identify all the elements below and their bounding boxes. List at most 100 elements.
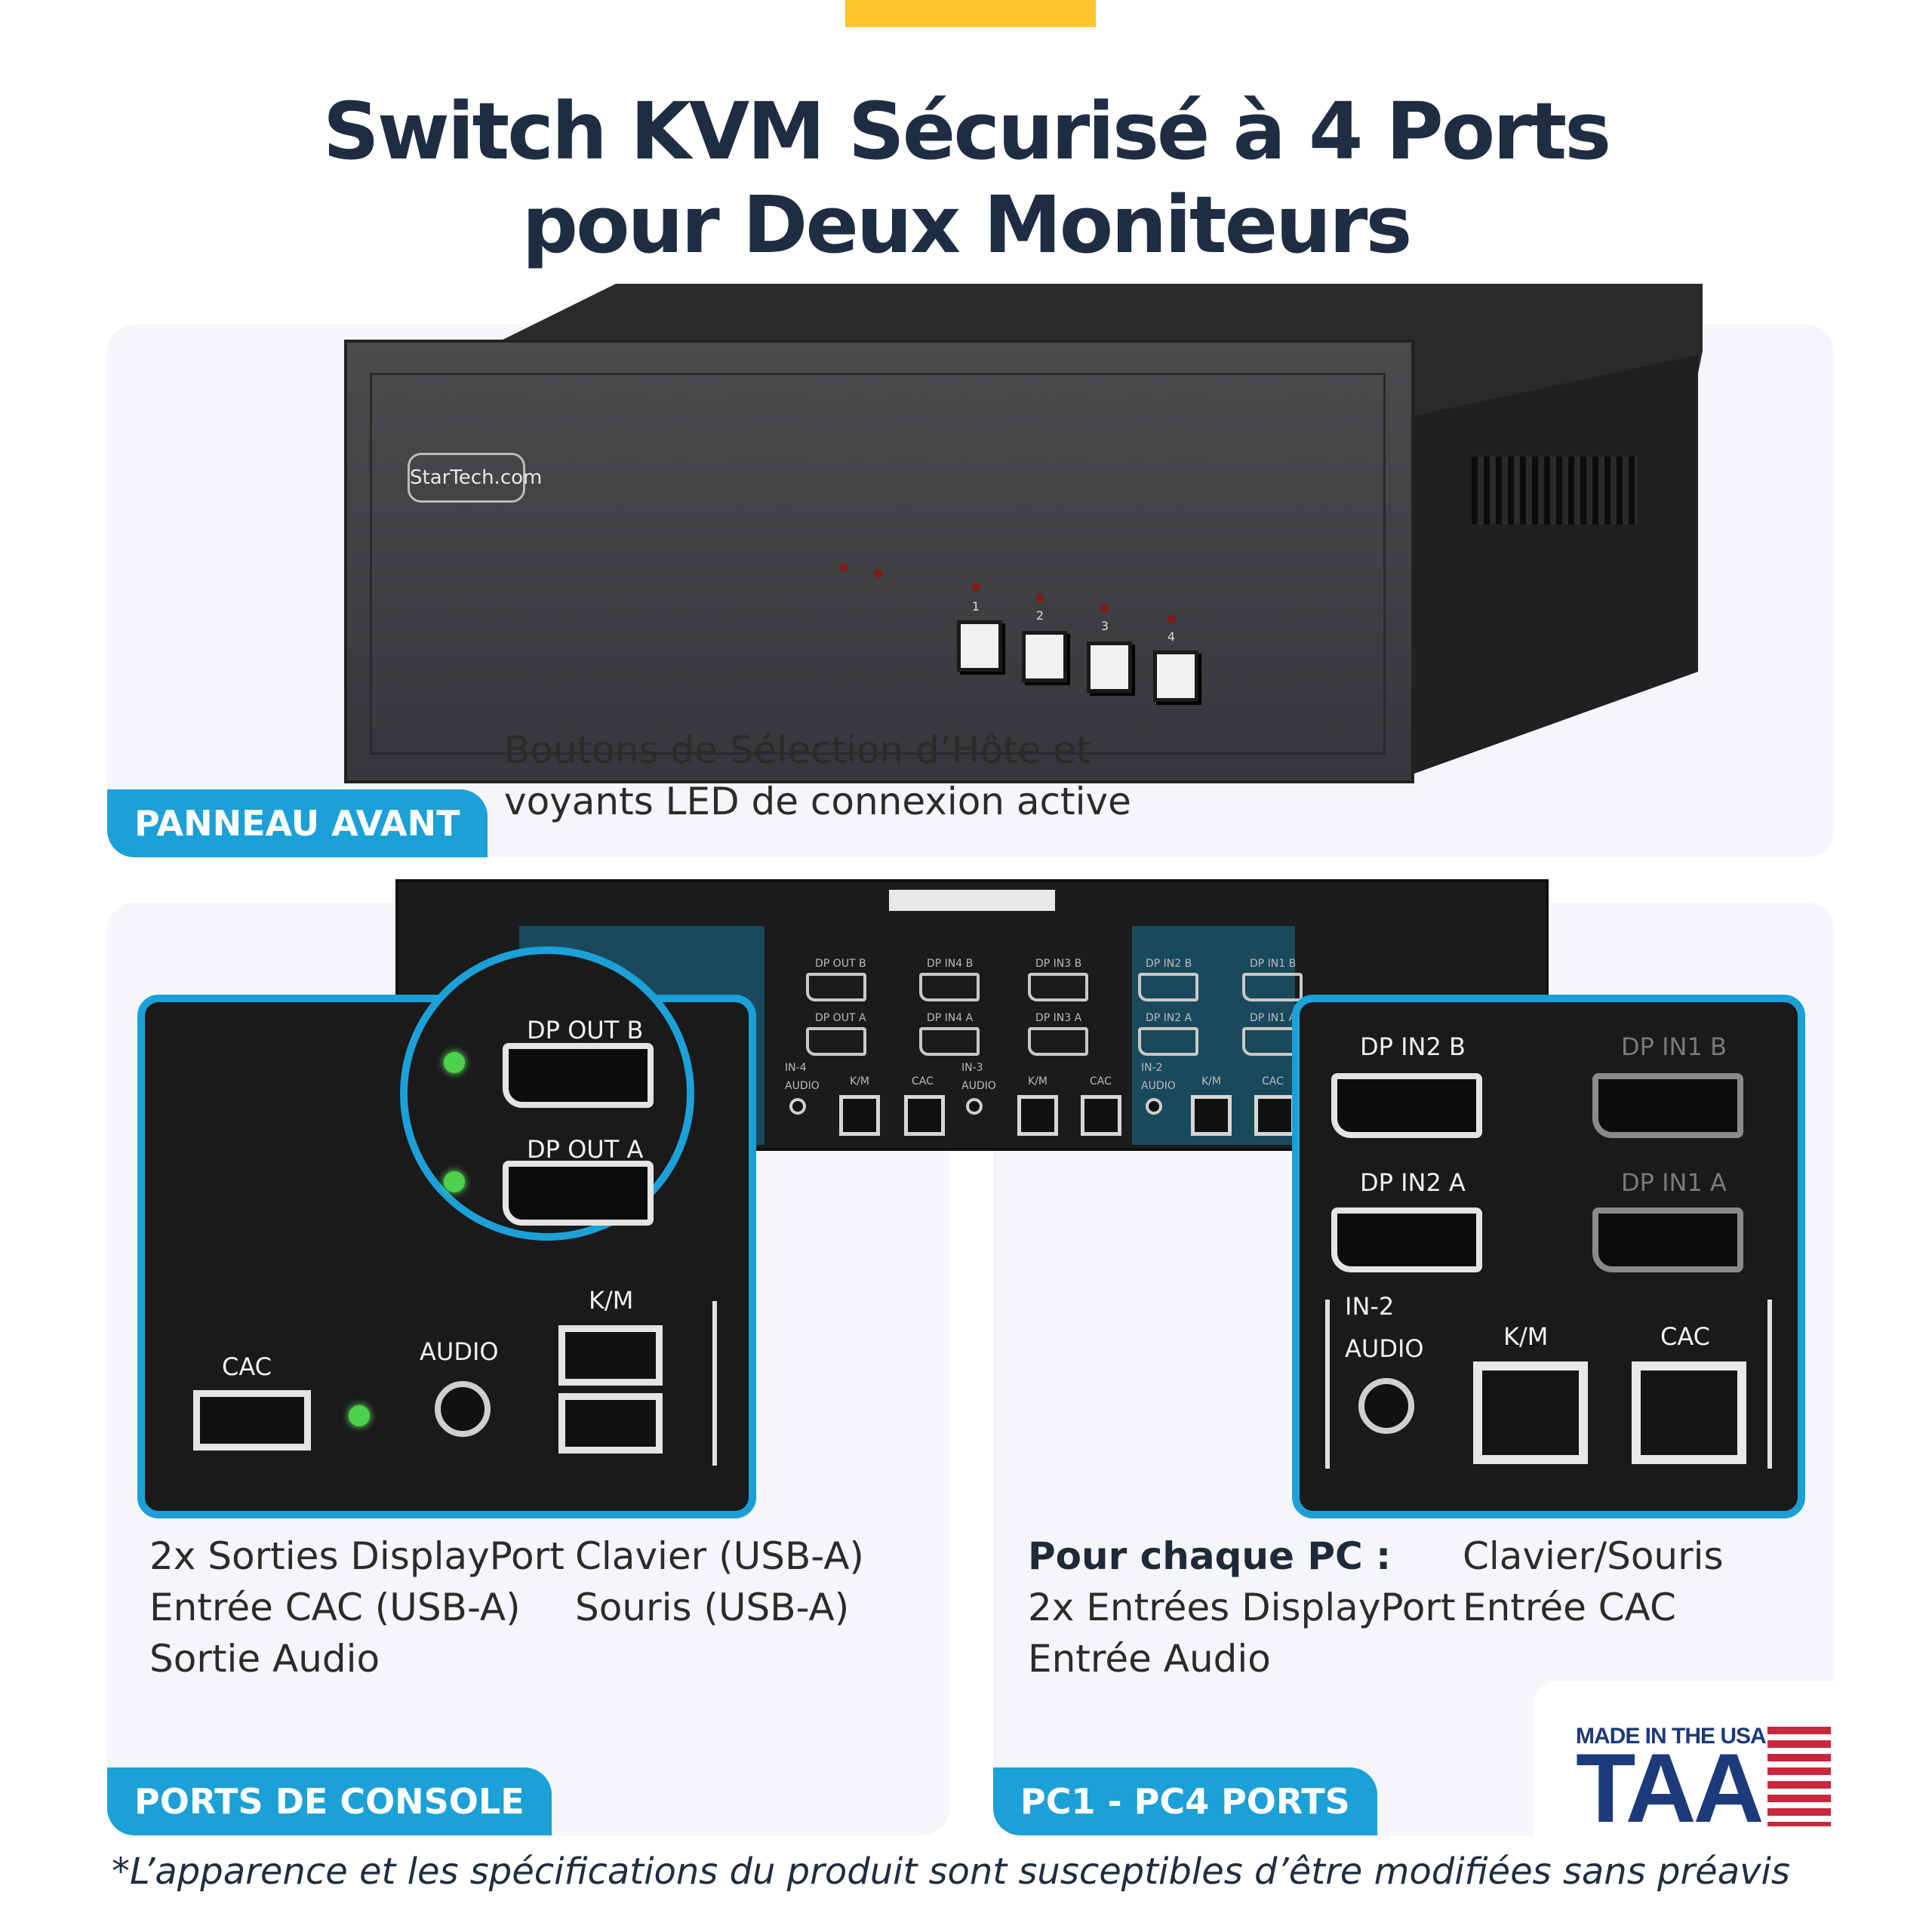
port-in3-cac — [1081, 1095, 1121, 1136]
tag-front-panel: PANNEAU AVANT — [107, 789, 488, 857]
zoom-label-cac: CAC — [222, 1352, 272, 1381]
zoom-port-dp-in2-b — [1331, 1073, 1482, 1138]
title-line-1: Switch KVM Sécurisé à 4 Ports — [322, 85, 1611, 177]
label-dp-in4-b: DP IN4 B — [927, 958, 974, 970]
port-in2-km — [1191, 1095, 1232, 1136]
label-in3-cac: CAC — [1090, 1075, 1112, 1088]
taa-badge: MADE IN THE USA TAA — [1534, 1681, 1834, 1843]
zoom-led-dp-out-b — [444, 1052, 465, 1073]
label-in3-audio: AUDIO — [961, 1080, 996, 1092]
jack-in3-audio — [966, 1098, 983, 1115]
tag-console-ports: PORTS DE CONSOLE — [107, 1767, 552, 1835]
label-in4-km: K/M — [850, 1075, 869, 1088]
zoom-label-km: K/M — [1503, 1322, 1549, 1351]
port-dp-out-a — [806, 1027, 866, 1056]
label-in4-cac: CAC — [912, 1075, 934, 1088]
accent-bar — [845, 0, 1096, 27]
zoom-port-cac — [1632, 1361, 1746, 1464]
zoom-label-dp-in1-a: DP IN1 A — [1621, 1168, 1727, 1197]
zoom-label-km: K/M — [589, 1286, 634, 1315]
zoom-port-cac — [193, 1390, 311, 1451]
device-side — [1404, 355, 1698, 777]
title-line-2: pour Deux Moniteurs — [521, 179, 1413, 271]
label-in4: IN-4 — [785, 1062, 807, 1074]
pc-caption-line: Entrée CAC — [1463, 1586, 1676, 1629]
label-dp-in2-a: DP IN2 A — [1146, 1012, 1192, 1024]
port-led-3 — [1100, 604, 1109, 613]
zoom-label-dp-in2-b: DP IN2 B — [1360, 1032, 1466, 1061]
zoom-jack-audio — [435, 1381, 491, 1437]
label-dp-out-a: DP OUT A — [815, 1012, 866, 1024]
usa-flag-stripes-icon — [1767, 1727, 1831, 1826]
port-led-2 — [1035, 593, 1044, 602]
port-in4-km — [839, 1095, 880, 1136]
zoom-label-dp-in2-a: DP IN2 A — [1360, 1168, 1466, 1197]
console-caption-line: Sortie Audio — [149, 1637, 380, 1681]
zoom-port-dp-in1-a — [1592, 1208, 1743, 1272]
pc-caption-col2: Clavier/Souris Entrée CAC — [1463, 1531, 1724, 1633]
select-button-4[interactable] — [1153, 651, 1198, 702]
label-in3-km: K/M — [1028, 1075, 1048, 1088]
label-in4-audio: AUDIO — [785, 1080, 820, 1092]
port-in2-cac — [1254, 1095, 1295, 1136]
label-dp-in4-a: DP IN4 A — [927, 1012, 974, 1024]
console-circle-zoom: DP OUT B DP OUT A — [400, 946, 694, 1241]
port-dp-in3-a — [1028, 1027, 1088, 1056]
select-button-1[interactable] — [957, 620, 1002, 672]
port-dp-in2-b — [1138, 973, 1198, 1001]
device-front — [344, 340, 1414, 783]
taa-badge-main: TAA — [1576, 1733, 1764, 1843]
port-in3-km — [1017, 1095, 1058, 1136]
label-in2-cac: CAC — [1262, 1075, 1284, 1088]
label-dp-in1-a: DP IN1 A — [1250, 1012, 1297, 1024]
zoom-divider — [712, 1301, 717, 1466]
console-caption-col1: 2x Sorties DisplayPort Entrée CAC (USB-A… — [149, 1531, 565, 1684]
port-dp-in2-a — [1138, 1027, 1198, 1056]
front-device-image: StarTech.com 1 2 3 4 — [0, 0, 1932, 860]
label-dp-in2-b: DP IN2 B — [1146, 958, 1192, 970]
port-dp-in4-a — [919, 1027, 980, 1056]
select-button-2[interactable] — [1022, 631, 1067, 682]
front-caption: Boutons de Sélection d’Hôte et voyants L… — [504, 724, 1131, 827]
port-in4-cac — [904, 1095, 945, 1136]
status-led — [874, 569, 883, 578]
zoom-port-km-2 — [558, 1393, 663, 1454]
jack-in4-audio — [789, 1098, 806, 1115]
zoom-label-dp-out-a: DP OUT A — [527, 1135, 644, 1164]
zoom-port-dp-in2-a — [1331, 1208, 1482, 1272]
button-number-1: 1 — [971, 599, 980, 614]
zoom-label-dp-out-b: DP OUT B — [527, 1016, 644, 1044]
port-dp-in4-b — [919, 973, 980, 1001]
console-caption-line: 2x Sorties DisplayPort — [149, 1534, 565, 1578]
zoom-divider-right — [1767, 1300, 1772, 1469]
console-caption-line: Clavier (USB-A) — [575, 1534, 864, 1578]
port-dp-out-b — [806, 973, 866, 1001]
zoom-divider-left — [1325, 1300, 1330, 1469]
zoom-jack-audio — [1358, 1378, 1414, 1434]
label-dp-in3-b: DP IN3 B — [1035, 958, 1082, 970]
label-in2: IN-2 — [1141, 1062, 1163, 1074]
front-caption-line-1: Boutons de Sélection d’Hôte et — [504, 728, 1091, 772]
page-title: Switch KVM Sécurisé à 4 Ports pour Deux … — [0, 85, 1932, 272]
device-vent — [1472, 457, 1638, 525]
label-in2-km: K/M — [1201, 1075, 1221, 1088]
zoom-port-km — [1473, 1361, 1588, 1464]
console-caption-line: Entrée CAC (USB-A) — [149, 1586, 521, 1629]
label-dp-in1-b: DP IN1 B — [1250, 958, 1297, 970]
port-dp-in3-b — [1028, 973, 1088, 1001]
zoom-label-in2: IN-2 — [1345, 1292, 1395, 1321]
label-in3: IN-3 — [961, 1062, 983, 1074]
zoom-label-dp-in1-b: DP IN1 B — [1621, 1032, 1727, 1061]
zoom-port-km-1 — [558, 1325, 663, 1386]
port-led-1 — [971, 583, 980, 592]
device-front-face — [370, 373, 1386, 755]
pc-caption-heading: Pour chaque PC : — [1028, 1534, 1392, 1578]
footnote: *L’apparence et les spécifications du pr… — [112, 1850, 1790, 1893]
port-dp-in1-b — [1242, 973, 1303, 1001]
label-in2-audio: AUDIO — [1141, 1080, 1176, 1092]
pc-caption-col1: Pour chaque PC : 2x Entrées DisplayPort … — [1028, 1531, 1456, 1684]
jack-in2-audio — [1146, 1098, 1162, 1115]
button-number-3: 3 — [1100, 619, 1109, 633]
pc-ports-zoom: DP IN2 B DP IN1 B DP IN2 A DP IN1 A IN-2… — [1292, 995, 1805, 1518]
select-button-3[interactable] — [1087, 641, 1132, 693]
